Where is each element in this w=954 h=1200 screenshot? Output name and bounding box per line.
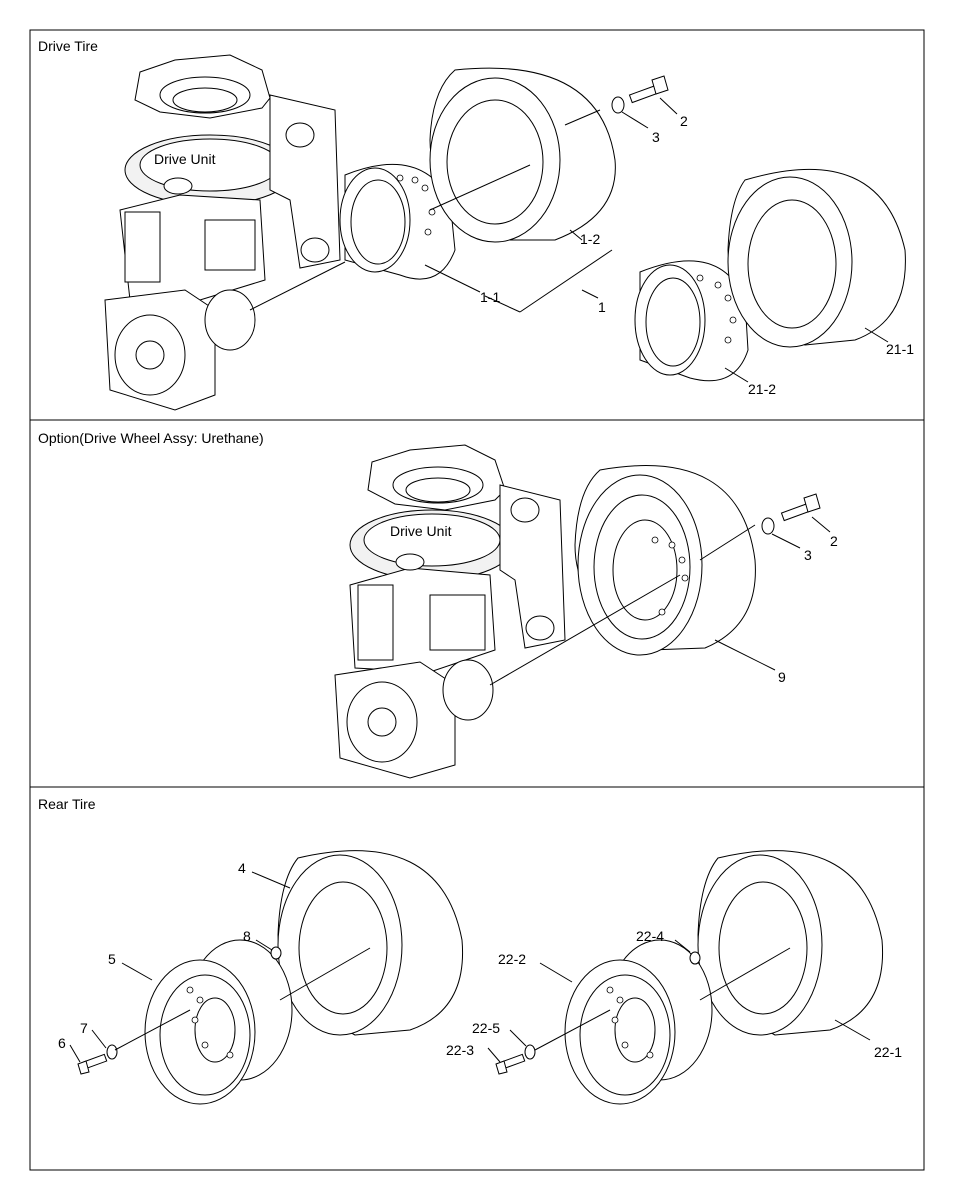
drive-unit-illustration: Drive Unit — [334, 444, 566, 779]
callout-9: 9 — [778, 669, 786, 685]
section-title: Drive Tire — [38, 38, 98, 54]
nut — [689, 951, 701, 965]
callout-22-5: 22-5 — [472, 1020, 500, 1036]
callout-2: 2 — [680, 113, 688, 129]
drive-unit-label: Drive Unit — [154, 151, 216, 167]
tire — [429, 67, 616, 243]
bolt-and-washer — [761, 493, 821, 535]
bolt-and-washer — [495, 1044, 536, 1075]
section-title: Option(Drive Wheel Assy: Urethane) — [38, 430, 264, 446]
callout-8: 8 — [243, 928, 251, 944]
drive-unit-label: Drive Unit — [390, 523, 452, 539]
tire-alt — [727, 168, 906, 348]
wheel-hub — [339, 163, 456, 280]
rear-tire-alt — [697, 850, 884, 1036]
rear-rim — [144, 939, 293, 1105]
section-title: Rear Tire — [38, 796, 96, 812]
urethane-wheel — [574, 465, 756, 656]
rear-rim-alt — [564, 939, 713, 1105]
callout-3: 3 — [804, 547, 812, 563]
section-option-urethane: Option(Drive Wheel Assy: Urethane) Drive… — [38, 430, 838, 779]
bolt-and-washer — [77, 1044, 118, 1075]
section-rear-tire: Rear Tire — [38, 796, 902, 1105]
callout-22-2: 22-2 — [498, 951, 526, 967]
drive-unit-illustration: Drive Unit — [104, 54, 341, 411]
callout-1-2: 1-2 — [580, 231, 600, 247]
callout-22-3: 22-3 — [446, 1042, 474, 1058]
section-drive-tire: Drive Tire Drive Unit — [38, 38, 914, 411]
callout-21-1: 21-1 — [886, 341, 914, 357]
callout-7: 7 — [80, 1020, 88, 1036]
nut — [270, 946, 282, 960]
callout-6: 6 — [58, 1035, 66, 1051]
callout-4: 4 — [238, 860, 246, 876]
callout-22-1: 22-1 — [874, 1044, 902, 1060]
bolt-and-washer — [611, 75, 669, 114]
wheel-hub-alt — [634, 260, 749, 382]
callout-2: 2 — [830, 533, 838, 549]
callout-21-2: 21-2 — [748, 381, 776, 397]
diagram-frame — [29, 29, 925, 1171]
callout-3: 3 — [652, 129, 660, 145]
callout-22-4: 22-4 — [636, 928, 664, 944]
callout-5: 5 — [108, 951, 116, 967]
callout-1-1: 1-1 — [480, 289, 500, 305]
rear-tire — [277, 850, 464, 1036]
callout-1: 1 — [598, 299, 606, 315]
